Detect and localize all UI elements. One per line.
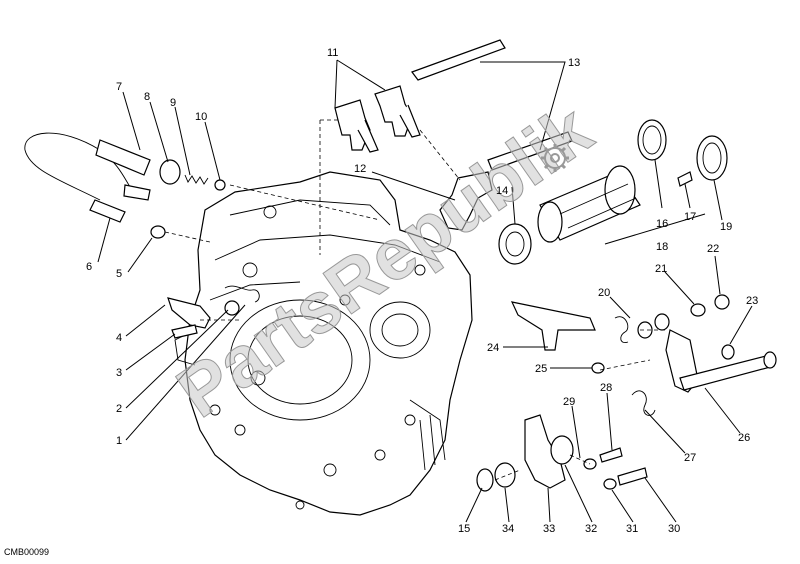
callout-26: 26 bbox=[738, 432, 750, 444]
callout-23: 23 bbox=[746, 295, 758, 307]
callout-9: 9 bbox=[170, 97, 176, 109]
callout-22: 22 bbox=[707, 243, 719, 255]
callout-29: 29 bbox=[563, 396, 575, 408]
callout-1: 1 bbox=[116, 435, 122, 447]
callout-14: 14 bbox=[496, 185, 508, 197]
fork-shafts bbox=[411, 39, 573, 171]
stopper-plate-parts bbox=[476, 414, 648, 492]
callout-30: 30 bbox=[668, 523, 680, 535]
callout-33: 33 bbox=[543, 523, 555, 535]
selector-fork-12 bbox=[439, 171, 493, 231]
reference-code: CMB00099 bbox=[4, 547, 50, 557]
callout-31: 31 bbox=[626, 523, 638, 535]
callout-32: 32 bbox=[585, 523, 597, 535]
crankcase-housing bbox=[174, 171, 473, 516]
callout-25: 25 bbox=[535, 363, 547, 375]
callout-19: 19 bbox=[720, 221, 732, 233]
callout-4: 4 bbox=[116, 332, 122, 344]
callout-6: 6 bbox=[86, 261, 92, 273]
selector-drum bbox=[537, 165, 641, 243]
gear-icon bbox=[541, 144, 569, 172]
callout-13: 13 bbox=[568, 57, 580, 69]
callout-12: 12 bbox=[354, 163, 366, 175]
callout-labels: 1 2 3 4 5 6 7 8 9 10 11 12 13 14 15 16 1… bbox=[86, 47, 758, 535]
callout-27: 27 bbox=[684, 452, 696, 464]
callout-2: 2 bbox=[116, 403, 122, 415]
callout-20: 20 bbox=[598, 287, 610, 299]
callout-3: 3 bbox=[116, 367, 122, 379]
shift-lever-parts bbox=[510, 294, 777, 416]
callout-34: 34 bbox=[502, 523, 514, 535]
callout-16: 16 bbox=[656, 218, 668, 230]
callout-17: 17 bbox=[684, 211, 696, 223]
callout-21: 21 bbox=[655, 263, 667, 275]
callout-5: 5 bbox=[116, 268, 122, 280]
left-lever-parts bbox=[167, 285, 260, 339]
callout-15: 15 bbox=[458, 523, 470, 535]
leader-lines bbox=[97, 59, 753, 523]
neutral-sensor-assembly bbox=[24, 132, 226, 239]
callout-10: 10 bbox=[195, 111, 207, 123]
callout-24: 24 bbox=[487, 342, 499, 354]
selector-forks bbox=[334, 85, 421, 153]
callout-8: 8 bbox=[144, 91, 150, 103]
callout-11: 11 bbox=[327, 47, 338, 59]
washers-and-circlips bbox=[498, 119, 728, 265]
callout-7: 7 bbox=[116, 81, 122, 93]
assembly-lines bbox=[164, 119, 665, 481]
callout-18: 18 bbox=[656, 241, 668, 253]
callout-28: 28 bbox=[600, 382, 612, 394]
